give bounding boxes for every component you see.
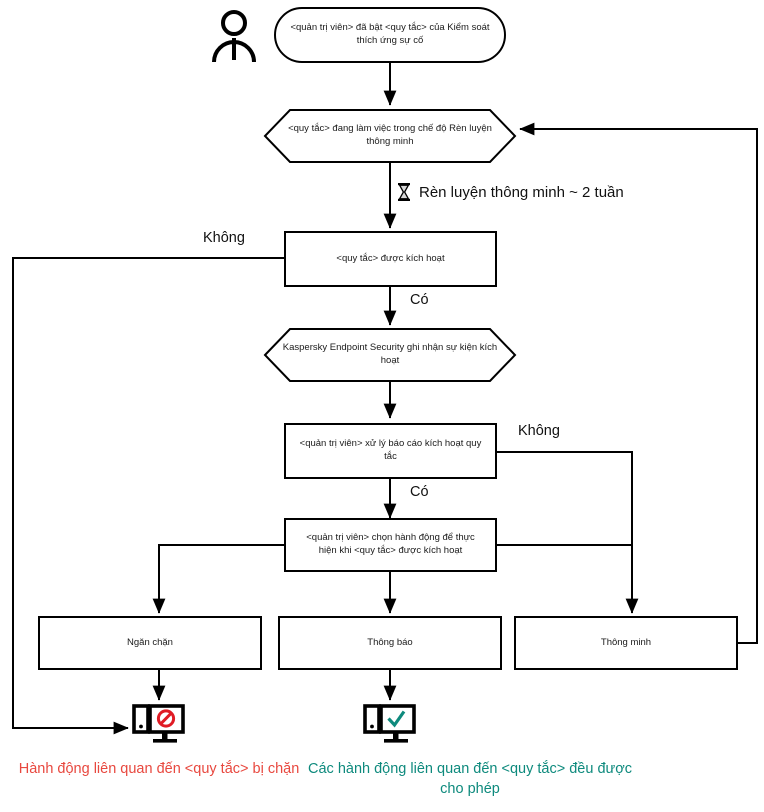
training-duration-label: Rèn luyện thông minh ~ 2 tuần (396, 182, 624, 202)
start-node-shape (274, 7, 506, 63)
edge-label-report-no: Không (518, 423, 560, 439)
action-smart-node: Thông minh (514, 616, 738, 670)
training-mode-node-shape (263, 109, 517, 163)
edge-label-triggered-yes: Có (410, 292, 429, 308)
rule-triggered-node-label: <quy tắc> được kích hoạt (336, 252, 445, 264)
action-smart-node-label: Thông minh (600, 636, 652, 648)
admin-report-node: <quản trị viên> xử lý báo cáo kích hoạt … (284, 423, 497, 479)
action-notify-node-label: Thông báo (367, 636, 413, 648)
hourglass-icon (396, 182, 412, 202)
kes-event-node-shape (263, 328, 517, 382)
admin-action-node: <quản trị viên> chọn hành động để thực h… (284, 518, 497, 572)
action-notify-node: Thông báo (278, 616, 502, 670)
edge-report-no-to-smart (497, 451, 639, 614)
edge-label-report-yes: Có (410, 484, 429, 500)
actor-icon (206, 8, 262, 64)
edge-triggered-no-to-blocked (12, 257, 284, 735)
action-block-node: Ngăn chặn (38, 616, 262, 670)
training-duration-text: Rèn luyện thông minh ~ 2 tuần (419, 183, 624, 201)
rule-triggered-node: <quy tắc> được kích hoạt (284, 231, 497, 287)
action-block-node-label: Ngăn chặn (127, 636, 173, 648)
admin-action-node-label: <quản trị viên> chọn hành động để thực h… (306, 532, 475, 556)
blocked-outcome-caption: Hành động liên quan đến <quy tắc> bị chặ… (18, 761, 300, 777)
admin-report-node-label: <quản trị viên> xử lý báo cáo kích hoạt … (299, 438, 482, 462)
monitor-blocked-icon (131, 702, 187, 750)
edge-action-to-block (152, 544, 284, 614)
edge-label-triggered-no: Không (203, 230, 245, 246)
edge-smart-loop-back (519, 122, 758, 644)
monitor-allowed-icon (362, 702, 418, 750)
allowed-outcome-caption: Các hành động liên quan đến <quy tắc> đề… (308, 761, 632, 797)
